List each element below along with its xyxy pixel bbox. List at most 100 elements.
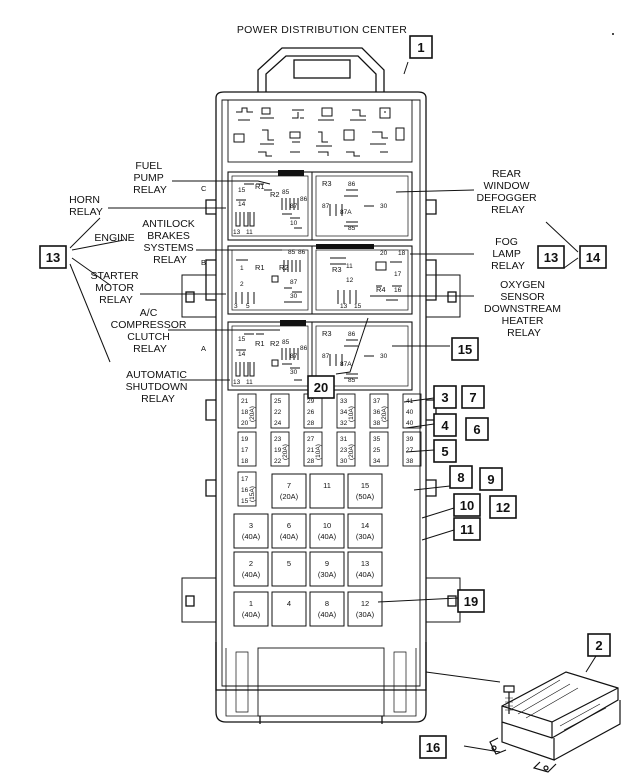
callout-number: 12 [496, 500, 510, 515]
relay-b-pin-16: 16 [394, 287, 402, 294]
relay-b-pin-87: 87 [290, 279, 298, 286]
relay-c-pin-86: 86 [300, 196, 308, 203]
mini-fuse-amperage: (20A) [348, 444, 355, 460]
mini-fuse-bottom-number: 40 [406, 420, 414, 427]
relay-c-pin-11: 11 [246, 229, 253, 236]
maxi-fuse-body [347, 551, 383, 587]
maxi-fuse-number: 7 [287, 481, 291, 490]
mini-fuse-bottom-number: 20 [241, 420, 249, 427]
callout-number: 2 [595, 638, 602, 653]
maxi-fuse-amperage: (40A) [242, 532, 261, 541]
callout-number: 4 [441, 418, 449, 433]
mini-fuse-top-number: 35 [373, 436, 381, 443]
maxi-fuse: 10(40A) [309, 513, 345, 549]
callout-number: 9 [487, 472, 494, 487]
mini-fuse-mid-number: 16 [241, 487, 249, 494]
callout-c8: 8 [449, 465, 473, 489]
relay-b-r1-label: R1 [255, 263, 265, 272]
mini-fuse-bottom-number: 38 [406, 458, 414, 465]
marker-dot [612, 33, 614, 35]
callout-c15: 15 [451, 337, 479, 361]
relay-a-pin-86: 86 [300, 345, 308, 352]
callout-box [537, 245, 565, 269]
callout-number: 3 [441, 390, 448, 405]
relay-c-r1-label: R1 [255, 182, 265, 191]
mini-fuse-bottom-number: 28 [307, 458, 315, 465]
maxi-fuse-amperage: (40A) [318, 610, 337, 619]
auto-shutdown-relay-label: AUTOMATIC SHUTDOWN RELAY [126, 369, 191, 405]
relay-a-pin-15: 15 [238, 336, 246, 343]
callout-box [587, 633, 611, 657]
maxi-fuse-body [309, 551, 345, 587]
callout-number: 7 [469, 390, 476, 405]
mini-fuse-body [369, 431, 389, 467]
callout-box [453, 517, 481, 541]
callout-c14: 14 [579, 245, 607, 269]
callout-c4: 4 [433, 413, 457, 437]
maxi-fuse: 7(20A) [271, 473, 307, 509]
relay-c-pin-14: 14 [238, 201, 246, 208]
relay-a-pin-11: 11 [246, 379, 253, 386]
relay-c-pin-10: 10 [290, 220, 298, 227]
relay-block-c: R1 15 14 13 11 R2 85 86 87 10 R3 86 87 8… [227, 170, 413, 241]
maxi-fuse-number: 9 [325, 559, 329, 568]
maxi-fuse-number: 1 [249, 599, 253, 608]
callout-c11: 11 [453, 517, 481, 541]
relay-b-pin-13: 13 [340, 303, 348, 310]
callout-number: 19 [464, 594, 478, 609]
maxi-fuse-number: 6 [287, 521, 291, 530]
relay-b-r4-label: R4 [376, 285, 386, 294]
relay-a-r3-label: R3 [322, 329, 332, 338]
maxi-fuse-number: 12 [361, 599, 369, 608]
mini-fuse-row-2: 191718231922(20A)272128(10A)312330(20A)3… [237, 431, 422, 467]
mini-fuse-mid-number: 34 [340, 409, 348, 416]
callout-c20: 20 [307, 375, 335, 399]
maxi-fuse-number: 3 [249, 521, 253, 530]
relay-a-pin-30b: 30 [380, 353, 388, 360]
row-letter-a: A [201, 344, 206, 353]
relay-a-pin-85b: 85 [348, 377, 356, 384]
mini-fuse-amperage: (20A) [381, 406, 388, 422]
maxi-fuse-body [271, 473, 307, 509]
mini-fuse-mid-number: 40 [406, 409, 414, 416]
relay-c-r2-label: R2 [270, 190, 280, 199]
mini-fuse-bottom-number: 18 [241, 458, 249, 465]
mini-fuse-top-number: 33 [340, 398, 348, 405]
maxi-fuse-body [347, 513, 383, 549]
mini-fuse-row-1: 211820(20A)252224292628333432(10A)373638… [237, 393, 422, 429]
maxi-fuse-body [347, 473, 383, 509]
relay-a-pin-87b: 87 [322, 353, 330, 360]
maxi-fuse-amperage: (40A) [318, 532, 337, 541]
mini-fuse-mid-number: 18 [241, 409, 249, 416]
mini-fuse-bottom-number: 15 [241, 498, 249, 505]
callout-c9: 9 [479, 467, 503, 491]
mini-fuse-mid-number: 19 [274, 447, 282, 454]
mini-fuse-bottom-number: 22 [274, 458, 282, 465]
maxi-fuse: 13(40A) [347, 551, 383, 587]
fuel-pump-relay-label: FUEL PUMP RELAY [133, 160, 167, 196]
maxi-fuse: 9(30A) [309, 551, 345, 587]
mini-fuse-mid-number: 22 [274, 409, 282, 416]
maxi-fuse-body [233, 591, 269, 627]
mini-fuse-bottom-number: 30 [340, 458, 348, 465]
row-letter-c: C [201, 184, 207, 193]
maxi-fuse: 1(40A) [233, 591, 269, 627]
mini-fuse-amperage: (15A) [249, 486, 256, 502]
relay-c-r3-label: R3 [322, 179, 332, 188]
top-terminal-glyphs [233, 107, 405, 157]
callout-c6: 6 [465, 417, 489, 441]
callout-number: 5 [441, 444, 448, 459]
callout-number: 10 [460, 498, 474, 513]
callout-c5: 5 [433, 439, 457, 463]
mini-fuse-body [270, 393, 290, 429]
oxygen-sensor-relay-label: OXYGEN SENSOR DOWNSTREAM HEATER RELAY [484, 279, 564, 339]
relay-a-pin-14: 14 [238, 351, 246, 358]
